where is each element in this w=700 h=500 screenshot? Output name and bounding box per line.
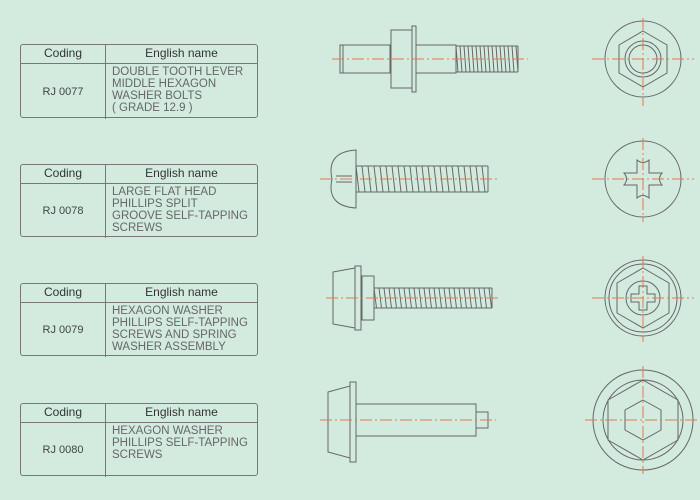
part-code: RJ 0078 xyxy=(21,184,106,238)
part-name: HEXAGON WASHER PHILLIPS SELF-TAPPING SCR… xyxy=(112,305,248,353)
part-name: LARGE FLAT HEAD PHILLIPS SPLIT GROOVE SE… xyxy=(112,186,248,234)
screw-assembly-side-view-rj0079 xyxy=(326,265,500,331)
coding-header: Coding xyxy=(21,45,106,63)
part-code: RJ 0079 xyxy=(21,303,106,357)
english-name-header: English name xyxy=(145,166,218,180)
screw-assembly-end-view-rj0079 xyxy=(592,256,694,342)
part-name: DOUBLE TOOTH LEVER MIDDLE HEXAGON WASHER… xyxy=(112,66,244,114)
bolt-end-view-rj0077 xyxy=(592,18,694,106)
english-name-header: English name xyxy=(145,405,218,419)
coding-header: Coding xyxy=(21,404,106,422)
screw-end-view-rj0078 xyxy=(592,138,694,222)
screw-side-view-rj0078 xyxy=(320,149,498,209)
english-name-header: English name xyxy=(145,285,218,299)
part-name: HEXAGON WASHER PHILLIPS SELF-TAPPING SCR… xyxy=(112,425,248,461)
screw-side-view-rj0080 xyxy=(320,381,496,463)
english-name-header: English name xyxy=(145,46,218,60)
bolt-side-view-rj0077 xyxy=(332,25,528,93)
coding-header: Coding xyxy=(21,165,106,183)
coding-header: Coding xyxy=(21,284,106,302)
part-code: RJ 0080 xyxy=(21,423,106,477)
screw-end-view-rj0080 xyxy=(585,366,700,474)
part-code: RJ 0077 xyxy=(21,64,106,119)
